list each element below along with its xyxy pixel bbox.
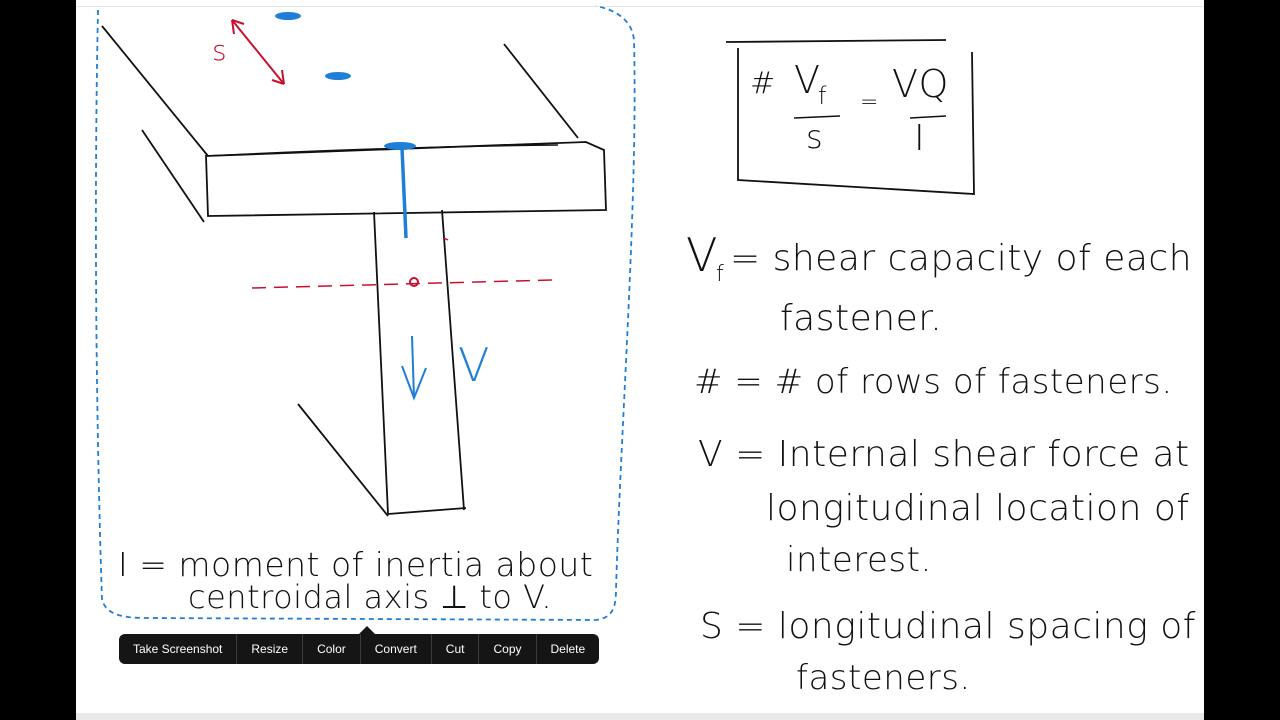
page-bottom-rule <box>76 713 1204 720</box>
centroidal-axis-line <box>251 279 553 289</box>
web-left-edge <box>373 211 389 515</box>
fastener-dot-top <box>275 12 301 20</box>
selection-toolbar: Take Screenshot Resize Color Convert Cut… <box>119 626 600 664</box>
copy-button[interactable]: Copy <box>479 634 537 664</box>
flange-back-right-edge <box>503 43 579 139</box>
spacing-arrow-head-top <box>231 19 245 35</box>
toolbar-pointer <box>359 626 375 634</box>
definition-v-line1: V = Internal shear force at <box>698 434 1190 475</box>
centroid-point <box>409 277 419 287</box>
definition-I-line2: centroidal axis ⊥ to V. <box>188 578 553 616</box>
formula-i: I <box>914 118 926 159</box>
formula-equals: = <box>860 90 879 115</box>
definition-v-line3: interest. <box>786 540 932 580</box>
formula-box <box>725 39 975 195</box>
formula-s: s <box>806 118 824 156</box>
definition-vf-symbol: V <box>686 228 718 282</box>
fastener-dot-middle <box>325 72 351 80</box>
convert-button[interactable]: Convert <box>361 634 432 664</box>
color-button[interactable]: Color <box>303 634 361 664</box>
definition-s-line2: fasteners. <box>796 658 971 698</box>
definition-I-line1: I = moment of inertia about <box>118 545 594 584</box>
page-top-rule <box>76 6 1204 7</box>
definition-vf-sub: f <box>716 262 725 287</box>
flange-back-left-edge <box>101 25 209 157</box>
web-diagonal-edge <box>297 403 389 517</box>
formula-vf-sub: f <box>818 82 827 110</box>
fastener-shank <box>400 147 408 239</box>
web-right-edge <box>441 209 465 511</box>
red-tick <box>443 237 449 241</box>
drawing-canvas[interactable] <box>76 0 1204 720</box>
resize-button[interactable]: Resize <box>237 634 304 664</box>
cut-button[interactable]: Cut <box>432 634 480 664</box>
note-page[interactable]: s V I = moment of inertia about centroid… <box>76 0 1204 720</box>
definition-v-line2: longitudinal location of <box>766 488 1190 529</box>
shear-arrow <box>401 335 427 401</box>
flange-front-face <box>205 141 607 217</box>
web-bottom-edge <box>387 507 467 515</box>
spacing-arrow <box>231 19 285 85</box>
definition-vf-line1: = shear capacity of each <box>730 238 1193 279</box>
selection-outline <box>95 5 636 621</box>
formula-hash: # <box>750 66 776 101</box>
shear-label: V <box>458 338 490 392</box>
delete-button[interactable]: Delete <box>550 642 586 656</box>
formula-vf: V <box>794 58 821 102</box>
fastener-head <box>384 142 416 150</box>
formula-vq: VQ <box>892 62 949 106</box>
take-screenshot-button[interactable]: Take Screenshot <box>119 634 238 664</box>
definition-vf-line2: fastener. <box>780 298 943 339</box>
definition-hash-line1: # = # of rows of fasteners. <box>694 362 1173 402</box>
definition-s-line1: S = longitudinal spacing of <box>700 606 1196 647</box>
flange-left-bottom-edge <box>141 129 205 223</box>
spacing-label: s <box>212 34 228 67</box>
spacing-arrow-head-bottom <box>271 69 285 85</box>
